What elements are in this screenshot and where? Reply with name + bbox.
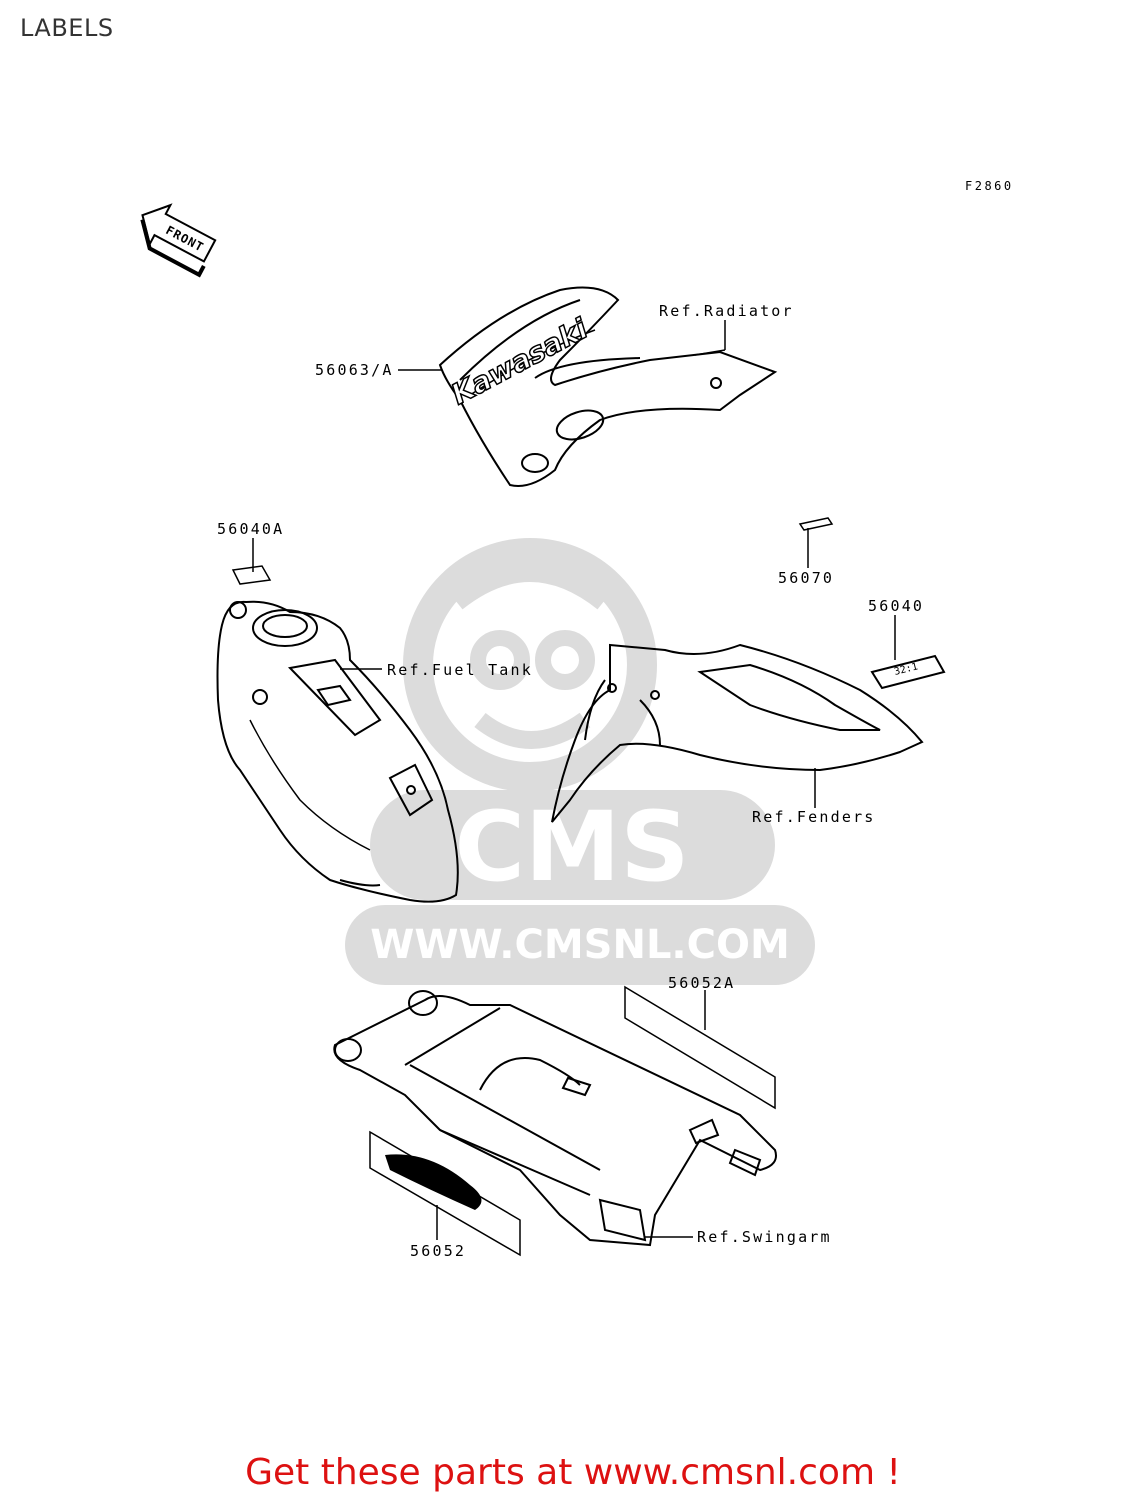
callout-ref-fenders: Ref.Fenders — [752, 808, 876, 826]
callout-56040: 56040 — [868, 597, 924, 615]
decal-56040: 32:1 — [870, 654, 946, 690]
watermark-logo-box — [370, 790, 775, 900]
watermark-url-box — [345, 905, 815, 985]
callout-56063a: 56063/A — [315, 361, 394, 379]
callout-ref-radiator: Ref.Radiator — [659, 302, 794, 320]
rear-fender — [551, 643, 924, 823]
watermark-mascot-icon — [403, 538, 657, 792]
watermark: CMS WWW.CMSNL.COM — [345, 538, 815, 985]
decal-56052a — [624, 985, 776, 1110]
swingarm — [333, 990, 777, 1247]
decal-56040a — [231, 565, 272, 585]
callout-ref-swingarm: Ref.Swingarm — [697, 1228, 832, 1246]
callout-lines — [252, 320, 896, 1240]
decal-56052 — [369, 1130, 521, 1257]
page-title: LABELS — [20, 14, 114, 42]
callout-56040a: 56040A — [217, 520, 284, 538]
callout-ref-fuel-tank: Ref.Fuel Tank — [387, 661, 533, 679]
front-arrow-icon: FRONT — [140, 203, 217, 278]
decal-56070 — [798, 517, 834, 531]
callout-56070: 56070 — [778, 569, 834, 587]
figure-code: F2860 — [965, 179, 1014, 193]
footer-shop-link[interactable]: Get these parts at www.cmsnl.com ! — [245, 1452, 901, 1493]
callout-56052: 56052 — [410, 1242, 466, 1260]
fuel-tank — [216, 600, 459, 903]
watermark-url-text: WWW.CMSNL.COM — [370, 922, 790, 968]
radiator-decal-text: Kawasaki — [446, 312, 594, 411]
callout-56052a: 56052A — [668, 974, 735, 992]
watermark-logo-text: CMS — [454, 791, 689, 903]
